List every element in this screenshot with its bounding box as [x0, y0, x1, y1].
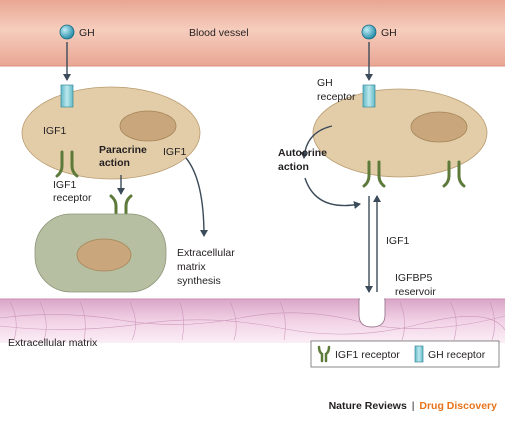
igf1-receptor-label: receptor [53, 192, 92, 204]
legend-gh-receptor-icon [414, 345, 424, 363]
igf1-label: IGF1 [43, 125, 66, 137]
igf1-label: IGF1 [163, 146, 186, 158]
autocrine-arrow-in [304, 177, 361, 210]
reservoir-mask [360, 297, 384, 301]
blood-vessel-band [0, 0, 505, 66]
igfbp5-reservoir [358, 298, 386, 328]
paracrine-label: Paracrine [99, 144, 147, 156]
gh-receptor-icon [362, 84, 376, 108]
gh-receptor-icon [60, 84, 74, 108]
ecm-synthesis-label: synthesis [177, 275, 221, 287]
legend-igf1-receptor-icon [317, 345, 331, 363]
source-cell-nucleus [119, 110, 177, 142]
gh-molecule-icon [59, 24, 75, 40]
autocrine-label: action [278, 161, 309, 173]
igf1-receptor-icon [109, 194, 133, 222]
matrix-fibres [0, 301, 505, 341]
legend-box [310, 340, 500, 368]
autocrine-arrow-out [300, 125, 333, 159]
gh-label-left: GH [79, 27, 95, 39]
autocrine-cell [312, 88, 488, 178]
gh-receptor-label: receptor [317, 91, 356, 103]
legend-gh-receptor-label: GH receptor [428, 349, 486, 361]
igfbp5-label: reservoir [395, 286, 436, 298]
journal-name: Nature Reviews [328, 400, 407, 412]
ecm-synthesis-label: matrix [177, 261, 206, 273]
autocrine-label: Autocrine [278, 147, 327, 159]
journal-credit: Nature Reviews | Drug Discovery [329, 400, 497, 412]
igf1-receptor-label: IGF1 [53, 179, 76, 191]
ecm-synthesis-arrow [185, 157, 208, 237]
autocrine-cell-nucleus [410, 111, 468, 143]
extracellular-matrix-label: Extracellular matrix [8, 337, 98, 349]
gh-label-right: GH [381, 27, 397, 39]
igfbp5-label: IGFBP5 [395, 272, 433, 284]
target-cell-nucleus [76, 238, 132, 272]
credit-separator: | [411, 400, 415, 412]
igf1-receptor-icon [362, 160, 386, 188]
gh-molecule-icon [361, 24, 377, 40]
igf1-receptor-icon [442, 160, 466, 188]
igf1-label-right: IGF1 [386, 235, 409, 247]
igf1-receptor-icon [55, 150, 79, 178]
ecm-synthesis-label: Extracellular [177, 247, 235, 259]
extracellular-matrix-band [0, 299, 505, 343]
gh-receptor-label: GH [317, 77, 333, 89]
legend-igf1-receptor-label: IGF1 receptor [335, 349, 400, 361]
paracrine-source-cell [21, 86, 201, 180]
blood-vessel-label: Blood vessel [189, 27, 249, 39]
paracrine-label: action [99, 157, 130, 169]
journal-section: Drug Discovery [419, 400, 497, 412]
